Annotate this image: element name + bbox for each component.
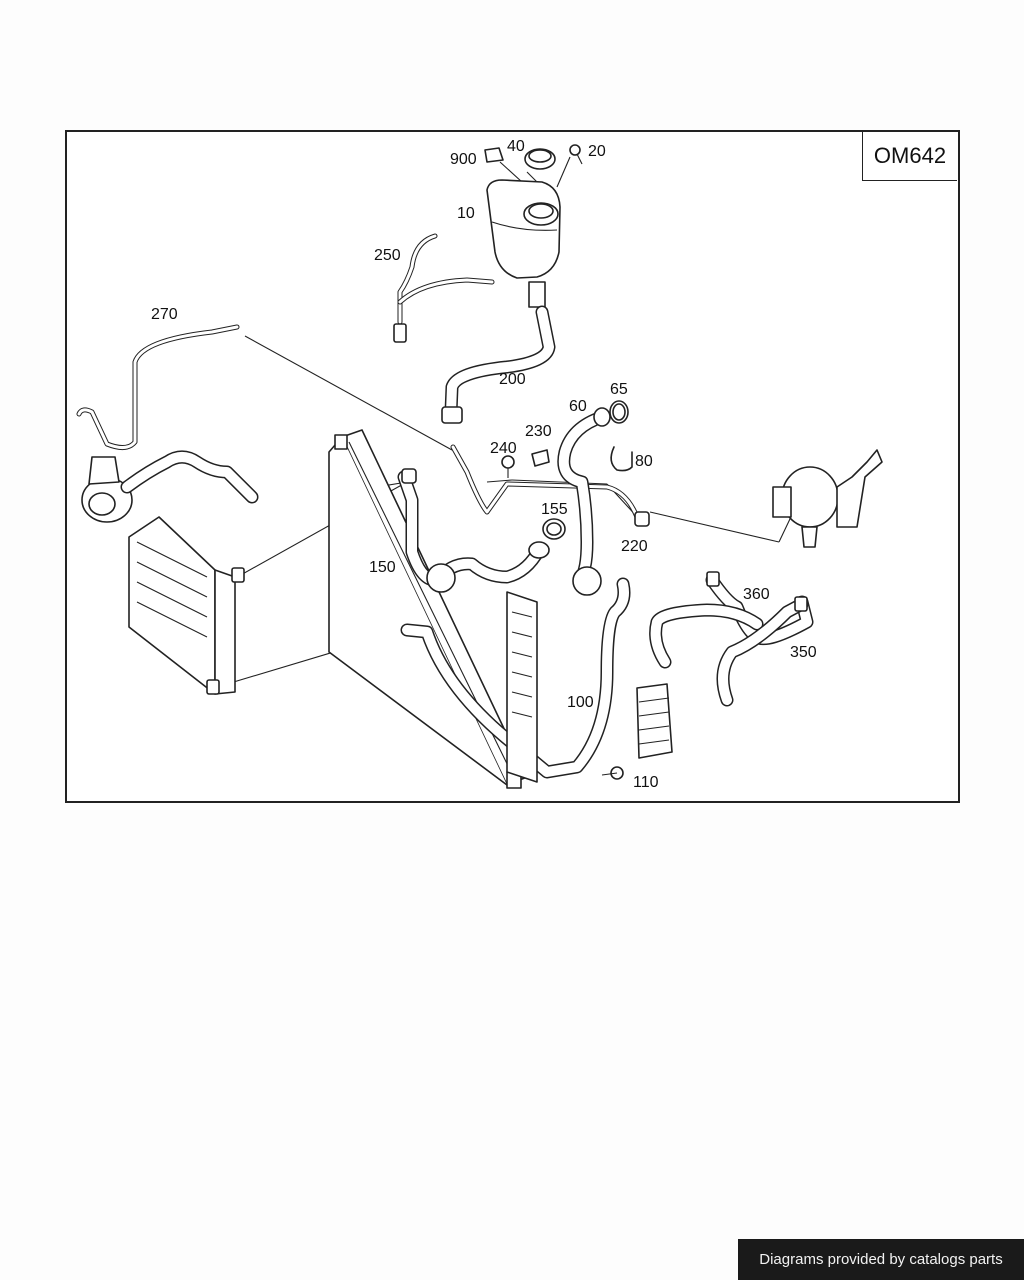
cap-40: [524, 148, 556, 170]
expansion-tank-10: [486, 179, 561, 308]
callout-350: 350: [790, 644, 817, 661]
callout-900: 900: [450, 151, 477, 168]
screw-20: [569, 144, 583, 165]
callout-155: 155: [541, 501, 568, 518]
engine-code-label: OM642: [862, 132, 957, 181]
callout-240: 240: [490, 440, 517, 457]
oil-cooler: [636, 683, 673, 759]
reservoir-right: [772, 449, 883, 548]
bolt-240: [501, 455, 515, 478]
credit-badge: Diagrams provided by catalogs parts: [738, 1239, 1024, 1280]
hose-150: [397, 468, 550, 593]
parts-diagram-frame: OM642: [65, 130, 960, 803]
pipe-upper: [450, 444, 650, 527]
callout-250: 250: [374, 247, 401, 264]
callout-20: 20: [588, 143, 606, 160]
callout-60: 60: [569, 398, 587, 415]
hose-100: [400, 577, 631, 779]
bracket-center: [506, 591, 538, 783]
callout-100: 100: [567, 694, 594, 711]
auxiliary-radiator: [128, 516, 245, 695]
hose-250: [393, 233, 495, 343]
callout-230: 230: [525, 423, 552, 440]
callout-labels: 900 40 20 10 250 270 200 65 60 230 240 80 155 220 150 3…: [151, 138, 817, 791]
clip-230: [531, 449, 550, 467]
callout-40: 40: [507, 138, 525, 155]
callout-10: 10: [457, 205, 475, 222]
bolt-110: [601, 766, 624, 780]
water-pump: [81, 450, 259, 523]
hose-270: [76, 324, 240, 450]
parts-diagram: 900 40 20 10 250 270 200 65 60 230 240 80 155 220 150 3…: [76, 138, 883, 791]
hose-60: [557, 407, 611, 596]
callout-200: 200: [499, 371, 526, 388]
callout-220: 220: [621, 538, 648, 555]
callout-110: 110: [633, 774, 659, 791]
callout-360: 360: [743, 586, 770, 603]
seal-ring-65: [609, 400, 629, 424]
clamp-80: [610, 446, 633, 472]
hose-350-360: [649, 571, 814, 707]
callout-65: 65: [610, 381, 628, 398]
seal-ring-155: [542, 518, 566, 540]
callout-150: 150: [369, 559, 396, 576]
hose-200: [441, 305, 556, 424]
callout-270: 270: [151, 306, 178, 323]
label-900: [484, 147, 504, 163]
callout-80: 80: [635, 453, 653, 470]
